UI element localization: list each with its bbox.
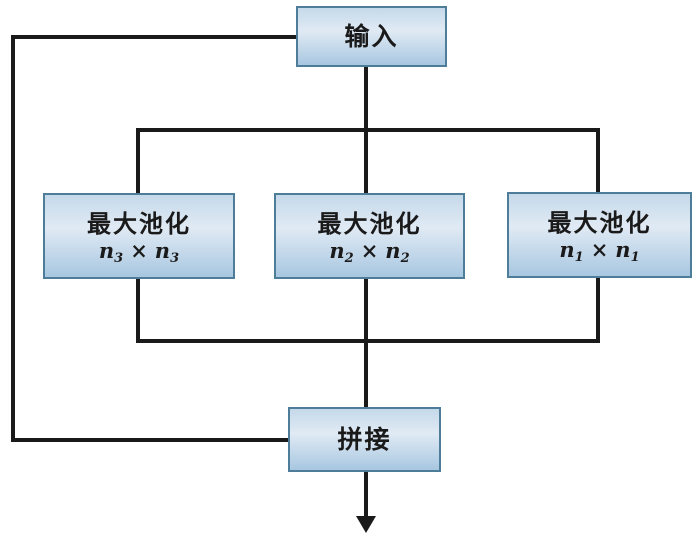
connector-branch-to-pool-right bbox=[596, 128, 600, 192]
input-label: 输入 bbox=[344, 21, 399, 51]
input-box: 输入 bbox=[296, 6, 447, 67]
maxpool-n3-label: 最大池化 bbox=[87, 208, 191, 238]
maxpool-n2-kernel-size: n2×n2 bbox=[329, 238, 409, 265]
connector-pool-right-to-merge bbox=[596, 278, 600, 343]
var-n: n bbox=[98, 238, 115, 264]
times-operator: × bbox=[360, 238, 379, 264]
maxpool-n1-kernel-size: n1×n1 bbox=[559, 237, 639, 264]
times-operator: × bbox=[130, 238, 148, 264]
output-arrow-stem bbox=[364, 472, 368, 518]
var-n: n bbox=[559, 237, 575, 263]
output-arrowhead-icon bbox=[356, 516, 376, 533]
var-subscript: 1 bbox=[574, 250, 584, 266]
maxpool-box-n2: 最大池化 n2×n2 bbox=[274, 193, 465, 279]
skip-connection-bottom-segment bbox=[11, 438, 288, 442]
connector-pool-left-to-merge bbox=[136, 279, 140, 343]
concat-box: 拼接 bbox=[288, 407, 441, 472]
connector-pool-middle-to-concat bbox=[364, 279, 368, 407]
var-subscript: 3 bbox=[114, 251, 124, 267]
var-n: n bbox=[385, 238, 401, 264]
var-n: n bbox=[615, 237, 631, 263]
connector-branch-horizontal bbox=[136, 128, 600, 132]
var-n: n bbox=[329, 238, 345, 264]
skip-connection-top-segment bbox=[11, 35, 296, 39]
var-subscript: 2 bbox=[400, 251, 410, 267]
maxpool-n2-label: 最大池化 bbox=[317, 208, 422, 238]
concat-label: 拼接 bbox=[337, 424, 392, 454]
times-operator: × bbox=[590, 237, 609, 263]
var-subscript: 1 bbox=[630, 250, 640, 266]
skip-connection-vertical-segment bbox=[11, 35, 15, 442]
maxpool-n3-kernel-size: n3×n3 bbox=[98, 238, 179, 265]
maxpool-box-n1: 最大池化 n1×n1 bbox=[507, 192, 692, 278]
connector-merge-horizontal bbox=[136, 339, 600, 343]
var-subscript: 3 bbox=[170, 251, 180, 267]
connector-branch-to-pool-left bbox=[136, 128, 140, 193]
maxpool-n1-label: 最大池化 bbox=[547, 207, 652, 237]
maxpool-box-n3: 最大池化 n3×n3 bbox=[43, 193, 235, 279]
var-n: n bbox=[154, 238, 171, 264]
var-subscript: 2 bbox=[344, 251, 354, 267]
